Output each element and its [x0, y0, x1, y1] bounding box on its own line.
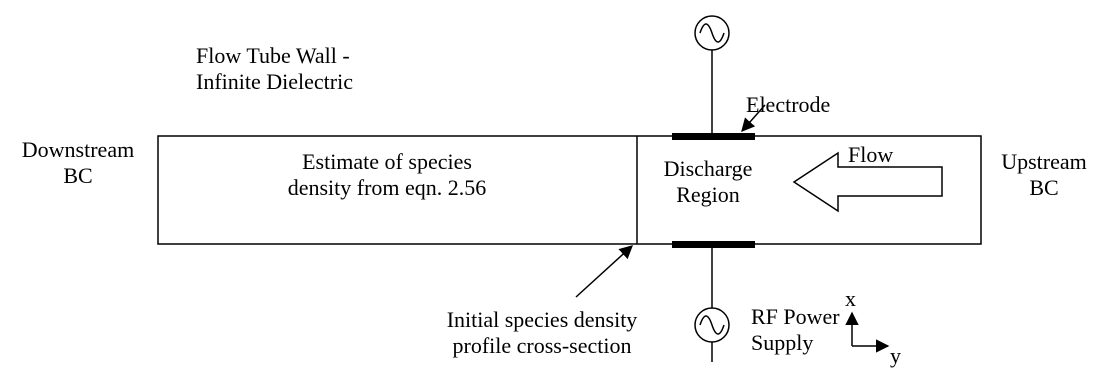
top-sine-wave-icon: [699, 23, 725, 43]
bottom-sine-wave-icon: [699, 315, 725, 335]
initial-density-label: Initial species density profile cross-se…: [400, 307, 684, 359]
estimate-label: Estimate of species density from eqn. 2.…: [252, 149, 522, 201]
initial-line1: Initial species density: [446, 307, 638, 332]
downstream-line1: Downstream: [21, 137, 135, 162]
estimate-line2: density from eqn. 2.56: [287, 175, 487, 200]
discharge-line1: Discharge: [663, 156, 753, 181]
cross-section-pointer-arrow: [575, 245, 633, 298]
top-electrode: [672, 133, 755, 140]
wall-label-line2: Infinite Dielectric: [196, 69, 353, 94]
axis-y-label: y: [890, 343, 901, 368]
bottom-electrode: [672, 241, 755, 248]
wall-label-line1: Flow Tube Wall -: [196, 43, 350, 68]
wall-label: Flow Tube Wall - Infinite Dielectric: [196, 43, 353, 95]
upstream-bc-label: Upstream BC: [992, 149, 1096, 201]
rf-line1: RF Power: [751, 304, 840, 329]
flow-label: Flow: [848, 142, 894, 167]
upstream-line1: Upstream: [1001, 149, 1087, 174]
axis-x-label: x: [845, 286, 856, 311]
upstream-line2: BC: [1029, 175, 1059, 200]
discharge-line2: Region: [676, 182, 740, 207]
rf-power-supply-label: RF Power Supply: [751, 304, 840, 356]
downstream-line2: BC: [63, 163, 93, 188]
downstream-bc-label: Downstream BC: [4, 137, 152, 189]
electrode-pointer-arrow: [741, 104, 766, 133]
initial-line2: profile cross-section: [452, 333, 632, 358]
flow-arrow-icon: [792, 151, 943, 213]
rf-line2: Supply: [751, 330, 814, 355]
discharge-region-label: Discharge Region: [642, 156, 774, 208]
flow-tube-wall: [157, 135, 982, 245]
estimate-line1: Estimate of species: [302, 149, 472, 174]
electrode-label: Electrode: [746, 92, 831, 117]
